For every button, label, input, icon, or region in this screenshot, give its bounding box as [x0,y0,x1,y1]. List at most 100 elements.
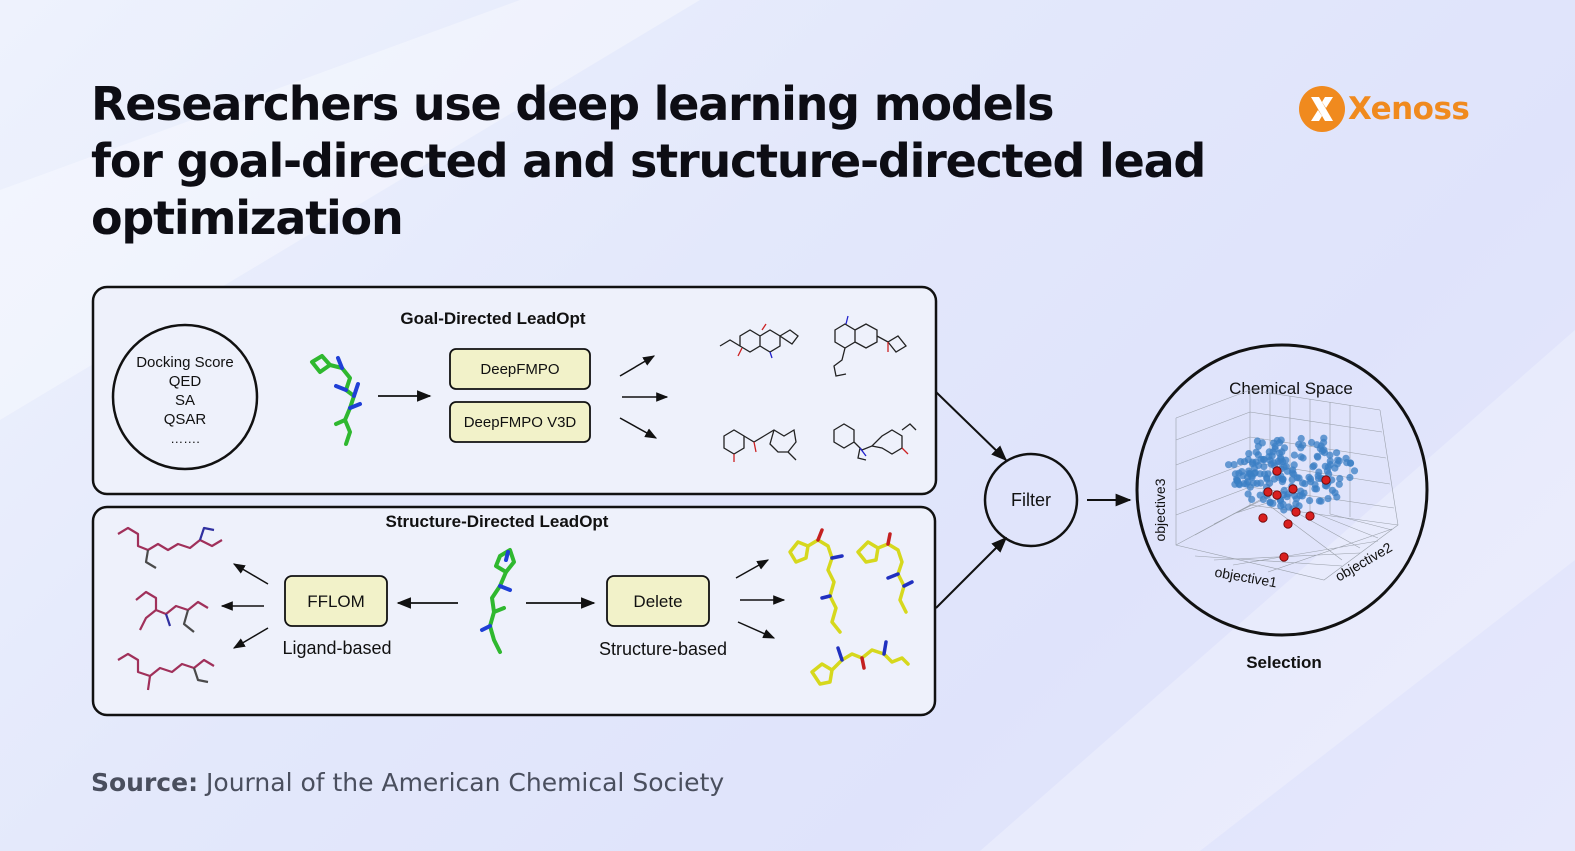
selected-point [1291,507,1301,517]
scatter-point [1283,467,1291,475]
structure-based-caption: Structure-based [599,639,727,659]
scatter-point [1263,475,1271,483]
scatter-point [1278,478,1286,486]
input-ligand-icon [310,354,362,446]
scatter-point [1324,495,1332,503]
selected-point [1283,519,1293,529]
scatter-point [1244,490,1252,498]
ligand-based-caption: Ligand-based [282,638,391,658]
objective-item: QED [169,373,202,390]
selected-point [1288,484,1298,494]
selected-point [1279,552,1289,562]
structure-based-molecule-icon [856,532,914,614]
scatter-point [1266,456,1274,464]
fflom-method-box [284,575,388,627]
scatter-point [1244,478,1252,486]
axis-label-z: objective3 [1152,478,1168,541]
scatter-point [1297,453,1305,461]
source-text: Journal of the American Chemical Society [206,768,725,797]
scatter-point [1248,495,1256,503]
scatter-point [1275,449,1284,457]
scatter-point [1270,439,1278,447]
scatter-point [1279,500,1287,508]
scatter-point [1306,497,1314,505]
title-line-1: Researchers use deep learning models [91,77,1055,131]
scatter-point [1270,475,1278,483]
ligand-based-molecule-icon [117,652,215,691]
scatter-point [1315,468,1323,476]
scatter-point [1346,459,1355,467]
scatter-point [1292,495,1300,503]
objective-item: QSAR [164,411,207,428]
scatter-point [1333,449,1341,457]
generated-molecule-icon [833,315,907,377]
scatter-point [1346,473,1354,482]
structure-based-molecule-icon [788,528,844,634]
scatter-point [1318,447,1326,455]
scatter-point [1320,438,1328,446]
scatter-point [1306,475,1315,483]
selected-point [1321,475,1331,485]
deepfmpo-model-box [449,348,591,390]
deepfmpo-v3d-model-box [449,401,591,443]
scatter-point [1350,467,1359,475]
goal-directed-panel: Goal-Directed LeadOpt Docking Score QED … [91,285,938,496]
chemical-space-panel: Chemical Space objective3 objective1 obj… [1135,343,1429,672]
delete-method-box [606,575,710,627]
scatter-point [1246,483,1254,491]
scatter-point [1326,451,1334,459]
scatter-point [1260,463,1268,471]
scatter-point [1280,506,1288,514]
axis-label-y: objective2 [1332,539,1395,584]
model-label: DeepFMPO [480,361,559,378]
selected-point [1258,513,1268,523]
scatter-point [1258,439,1266,447]
3d-plot-grid [1175,389,1399,581]
scatter-point [1290,451,1298,459]
chemical-space-circle [1135,343,1429,637]
scatter-point [1282,456,1290,464]
goal-panel-heading: Goal-Directed LeadOpt [400,309,585,328]
scatter-point [1314,453,1322,461]
structure-panel-heading: Structure-Directed LeadOpt [386,512,609,531]
scatter-point [1308,438,1316,447]
chemical-space-title: Chemical Space [1229,379,1353,398]
scatter-point [1288,476,1296,484]
structure-input-ligand-icon [480,548,516,654]
scatter-point [1295,474,1303,482]
generated-molecule-icon [833,423,917,461]
title-line-3: optimization [91,191,404,245]
scatter-point [1230,461,1238,469]
objectives-circle [111,323,259,471]
scatter-point [1311,485,1319,493]
scatter-point [1225,461,1233,469]
scatter-point [1252,448,1260,456]
scatter-point [1336,474,1344,483]
scatter-point [1301,480,1309,488]
source-label: Source: [91,768,199,797]
scatter-point [1266,499,1274,507]
structure-to-filter-arrow [935,536,1008,609]
filter-node [983,452,1079,548]
generated-molecule-icon [723,428,797,462]
ligand-based-molecule-icon [135,590,209,633]
scatter-point [1234,477,1242,485]
axis-label-x: objective1 [1213,564,1278,591]
title-line-2: for goal-directed and structure-directed… [91,134,1206,188]
scatter-point [1314,474,1323,483]
goal-to-filter-arrow [935,391,1008,462]
structure-directed-panel: Structure-Directed LeadOpt FFLOM Ligand-… [91,505,937,717]
scatter-points [1225,434,1359,562]
selected-point [1272,466,1282,476]
scatter-point [1277,436,1285,444]
selected-point [1263,487,1273,497]
brand-logo: Xenoss [1298,84,1470,134]
scatter-point [1245,450,1253,458]
selection-caption: Selection [1246,653,1322,672]
scatter-point [1248,473,1256,481]
scatter-point [1328,486,1336,494]
page-title: Researchers use deep learning models for… [91,76,1211,247]
fflom-label: FFLOM [307,592,365,611]
structure-based-molecule-icon [810,640,910,686]
